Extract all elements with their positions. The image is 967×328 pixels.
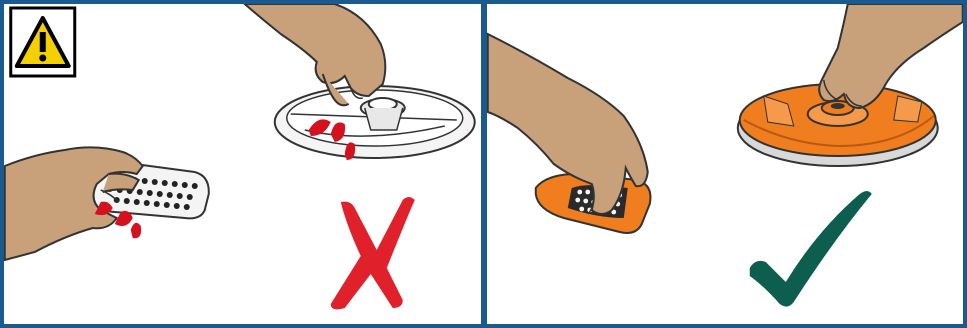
warning-triangle-icon (11, 8, 75, 76)
cross-mark-icon (331, 197, 415, 309)
check-mark-icon (749, 191, 871, 307)
cutting-disc (275, 86, 475, 158)
panel-correct (487, 4, 964, 324)
hand-right-touching-blade (245, 4, 386, 105)
panel-incorrect (4, 4, 481, 324)
panel-correct-illustration (487, 4, 964, 324)
panel-incorrect-illustration (4, 4, 481, 324)
